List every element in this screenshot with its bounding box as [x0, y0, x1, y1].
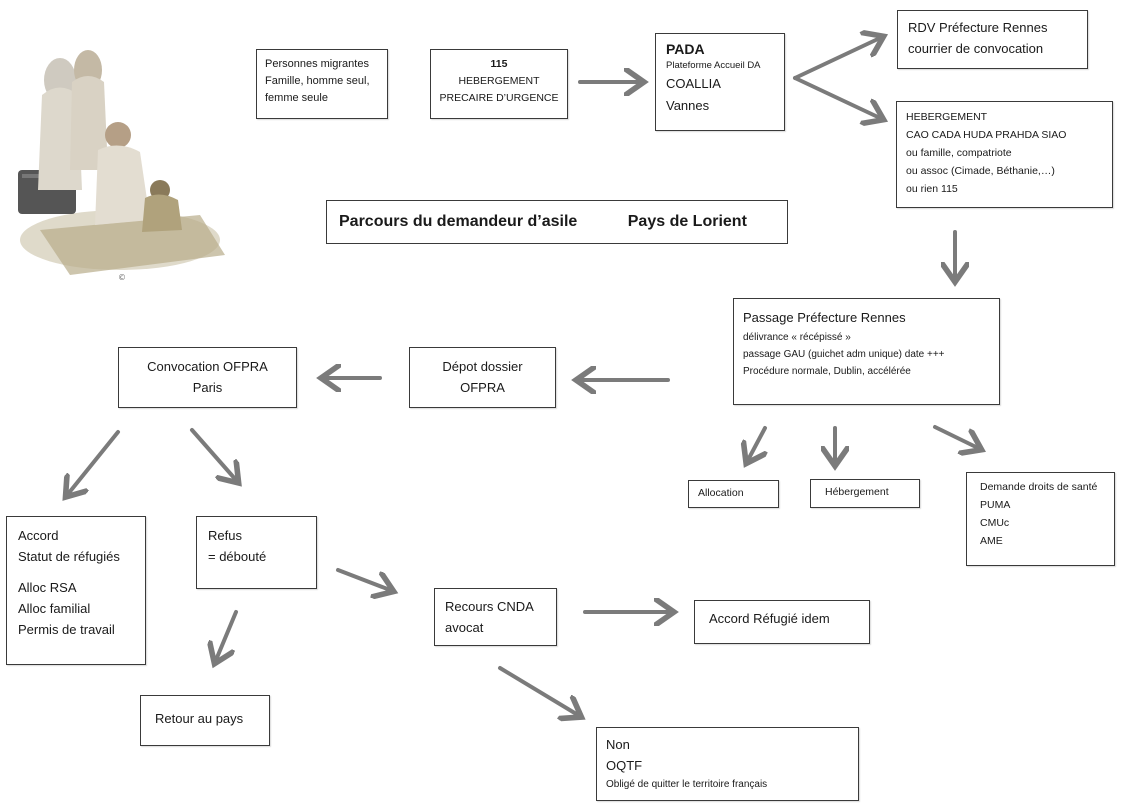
- box-rdv-prefecture: RDV Préfecture Rennes courrier de convoc…: [897, 10, 1088, 69]
- box-line: OQTF: [606, 758, 643, 773]
- box-pada: PADA Plateforme Accueil DA COALLIA Vanne…: [655, 33, 785, 131]
- family-with-luggage-illustration: ©: [18, 50, 225, 282]
- box-line: PRECAIRE D’URGENCE: [439, 92, 559, 104]
- box-non-oqtf: Non OQTF Obligé de quitter le territoire…: [596, 727, 859, 801]
- box-line: Procédure normale, Dublin, accélérée: [743, 366, 911, 377]
- box-line: passage GAU (guichet adm unique) date ++…: [743, 349, 945, 360]
- box-line: = débouté: [208, 549, 267, 564]
- box-line: Refus: [208, 528, 242, 543]
- box-hebergement-urgence: 115 HEBERGEMENT PRECAIRE D’URGENCE: [430, 49, 568, 119]
- box-line: Hébergement: [825, 486, 889, 498]
- box-line: Recours CNDA: [445, 599, 534, 614]
- box-line: Permis de travail: [18, 622, 115, 637]
- box-line: Statut de réfugiés: [18, 549, 120, 564]
- box-line: COALLIA: [666, 76, 721, 91]
- box-depot-dossier: Dépot dossier OFPRA: [409, 347, 556, 408]
- box-line: Demande droits de santé: [980, 481, 1098, 493]
- box-line: courrier de convocation: [908, 41, 1044, 56]
- box-line: Vannes: [666, 98, 710, 113]
- box-line: ou famille, compatriote: [906, 147, 1012, 159]
- arrow-refus-to-recours: [336, 568, 390, 590]
- box-accord: Accord Statut de réfugiés Alloc RSA Allo…: [6, 516, 146, 665]
- arrow-pada-to-rdv: [793, 38, 880, 80]
- box-line: Plateforme Accueil DA: [666, 60, 761, 71]
- box-recours-cnda: Recours CNDA avocat: [434, 588, 557, 646]
- box-line: femme seule: [265, 92, 328, 104]
- box-line: HEBERGEMENT: [458, 75, 540, 87]
- box-line: AME: [980, 535, 1003, 547]
- box-line: Personnes migrantes: [265, 58, 369, 70]
- box-line: Convocation OFPRA: [147, 359, 268, 374]
- box-line: HEBERGEMENT: [906, 111, 988, 123]
- box-hebergement: HEBERGEMENT CAO CADA HUDA PRAHDA SIAO ou…: [896, 101, 1113, 208]
- box-line: Non: [606, 737, 630, 752]
- box-line: [18, 567, 145, 577]
- box-line: Accord: [18, 528, 59, 543]
- diagram-title: Parcours du demandeur d’asile Pays de Lo…: [326, 200, 788, 244]
- box-line: Alloc familial: [18, 601, 91, 616]
- box-line: ou rien 115: [906, 183, 958, 195]
- box-line: avocat: [445, 620, 484, 635]
- box-line: CAO CADA HUDA PRAHDA SIAO: [906, 129, 1067, 141]
- box-line: Accord Réfugié idem: [709, 611, 830, 626]
- box-hebergement-aide: Hébergement: [810, 479, 920, 508]
- box-refus: Refus = débouté: [196, 516, 317, 589]
- box-line: Passage Préfecture Rennes: [743, 310, 906, 325]
- box-line: OFPRA: [460, 380, 505, 395]
- box-retour-pays: Retour au pays: [140, 695, 270, 746]
- box-line: Retour au pays: [155, 711, 244, 726]
- box-line: Famille, homme seul,: [265, 75, 370, 87]
- arrow-pada-to-hebergement: [793, 76, 880, 118]
- arrow-convocation-to-accord: [68, 430, 120, 494]
- arrow-passage-to-sante: [933, 425, 978, 448]
- title-main: Parcours du demandeur d’asile: [339, 213, 578, 230]
- box-droits-sante: Demande droits de santé PUMA CMUc AME: [966, 472, 1115, 566]
- box-personnes-migrantes: Personnes migrantes Famille, homme seul,…: [256, 49, 388, 119]
- title-region: Pays de Lorient: [627, 213, 747, 230]
- arrow-passage-to-allocation: [748, 426, 765, 460]
- box-line: ou assoc (Cimade, Béthanie,…): [906, 165, 1055, 177]
- box-line: Dépot dossier: [442, 359, 523, 374]
- box-allocation: Allocation: [688, 480, 779, 508]
- svg-text:©: ©: [118, 273, 126, 282]
- box-line: Paris: [192, 380, 223, 395]
- arrow-convocation-to-refus: [190, 428, 236, 480]
- arrow-recours-to-non: [498, 666, 578, 715]
- box-line: Obligé de quitter le territoire français: [606, 779, 768, 790]
- box-line: RDV Préfecture Rennes: [908, 20, 1048, 35]
- box-accord-refugie: Accord Réfugié idem: [694, 600, 870, 644]
- box-line: Allocation: [698, 487, 744, 499]
- box-line: PADA: [666, 41, 705, 57]
- box-line: 115: [490, 58, 508, 70]
- box-convocation-ofpra: Convocation OFPRA Paris: [118, 347, 297, 408]
- box-line: PUMA: [980, 499, 1011, 511]
- box-passage-prefecture: Passage Préfecture Rennes délivrance « r…: [733, 298, 1000, 405]
- box-line: délivrance « récépissé »: [743, 332, 851, 343]
- box-line: Alloc RSA: [18, 580, 77, 595]
- box-line: CMUc: [980, 517, 1010, 529]
- arrow-refus-to-retour: [216, 610, 238, 660]
